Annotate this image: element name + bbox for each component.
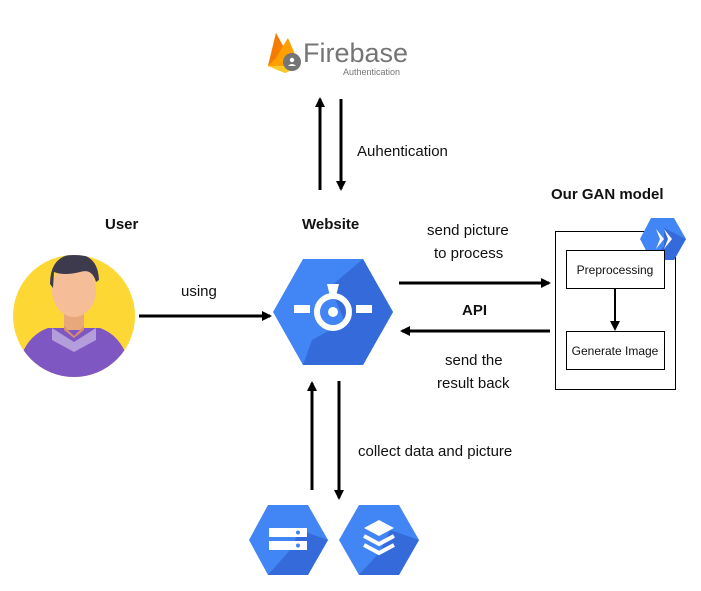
using-label: using <box>181 283 217 300</box>
app-engine-icon <box>273 259 393 365</box>
datastore-stack-icon <box>339 505 419 575</box>
api-label: API <box>462 302 487 319</box>
send-result-line2: result back <box>437 375 510 392</box>
user-label: User <box>105 216 139 233</box>
firebase-flame-icon <box>268 33 301 73</box>
collect-label: collect data and picture <box>358 443 512 460</box>
auth-label: Auhentication <box>357 143 448 160</box>
generate-image-box <box>566 331 665 370</box>
cloud-storage-icon <box>249 505 328 575</box>
preprocessing-box <box>566 250 665 289</box>
firebase-name: Firebase <box>303 38 408 68</box>
send-picture-line1: send picture <box>427 222 509 239</box>
send-result-line1: send the <box>445 352 503 369</box>
send-picture-line2: to process <box>434 245 503 262</box>
generate-image-label: Generate Image <box>572 344 659 358</box>
website-label: Website <box>302 216 359 233</box>
preprocessing-label: Preprocessing <box>577 263 654 277</box>
firebase-logo: Firebase Authentication <box>268 33 408 77</box>
gan-label: Our GAN model <box>551 186 664 203</box>
firebase-subtitle: Authentication <box>343 67 400 77</box>
user-avatar-icon <box>13 255 135 377</box>
